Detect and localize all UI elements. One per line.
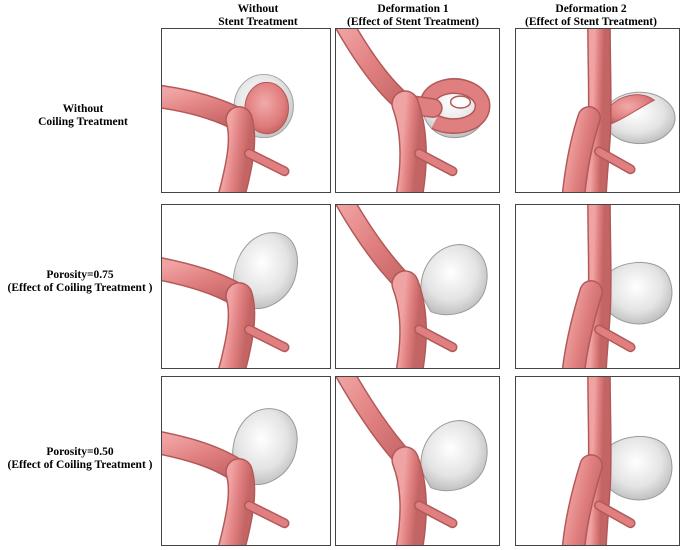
row-header-line1: Porosity=0.75 (46, 269, 114, 281)
blood-vessel (336, 377, 458, 545)
blood-vessel (162, 84, 290, 192)
column-header-without-stent: Without Stent Treatment (203, 3, 313, 29)
panel-row2-col1 (161, 204, 331, 369)
panel-row3-col2 (335, 376, 500, 546)
blood-vessel (561, 205, 636, 368)
row-header-porosity-050: Porosity=0.50 (Effect of Coiling Treatme… (0, 446, 160, 472)
aneurysm-sac (603, 91, 676, 145)
blood-vessel (561, 377, 636, 545)
blood-vessel (162, 257, 290, 368)
aneurysm-sac (606, 435, 673, 501)
row-header-line2: (Effect of Coiling Treatment ) (7, 282, 153, 294)
row-header-line1: Porosity=0.50 (46, 446, 114, 458)
panel-row1-col1 (161, 28, 331, 193)
column-header-line1: Deformation 2 (555, 3, 627, 15)
column-header-deformation-2: Deformation 2 (Effect of Stent Treatment… (516, 3, 666, 29)
aneurysm-sac (420, 420, 488, 492)
column-header-line2: Stent Treatment (218, 16, 298, 28)
column-header-line2: (Effect of Stent Treatment) (525, 16, 657, 28)
column-header-line2: (Effect of Stent Treatment) (347, 16, 479, 28)
panel-row2-col3 (515, 204, 680, 369)
panel-row1-col3 (515, 28, 680, 193)
panel-row3-col3 (515, 376, 680, 546)
row-header-without-coiling: Without Coiling Treatment (8, 103, 158, 129)
panel-row3-col1 (161, 376, 331, 546)
panel-row1-col2 (335, 28, 500, 193)
panel-row2-col2 (335, 204, 500, 369)
row-header-line1: Without (62, 103, 104, 115)
row-header-porosity-075: Porosity=0.75 (Effect of Coiling Treatme… (0, 269, 160, 295)
blood-vessel (336, 29, 458, 192)
row-header-line2: (Effect of Coiling Treatment ) (7, 459, 153, 471)
blood-vessel (561, 29, 636, 192)
blood-vessel (336, 205, 458, 368)
column-header-line1: Without (237, 3, 279, 15)
column-header-line1: Deformation 1 (377, 3, 449, 15)
aneurysm-sac (420, 244, 488, 316)
column-header-deformation-1: Deformation 1 (Effect of Stent Treatment… (338, 3, 488, 29)
row-header-line2: Coiling Treatment (38, 116, 128, 128)
aneurysm-sac (419, 77, 491, 139)
blood-vessel (162, 431, 290, 545)
aneurysm-sac (606, 261, 673, 325)
